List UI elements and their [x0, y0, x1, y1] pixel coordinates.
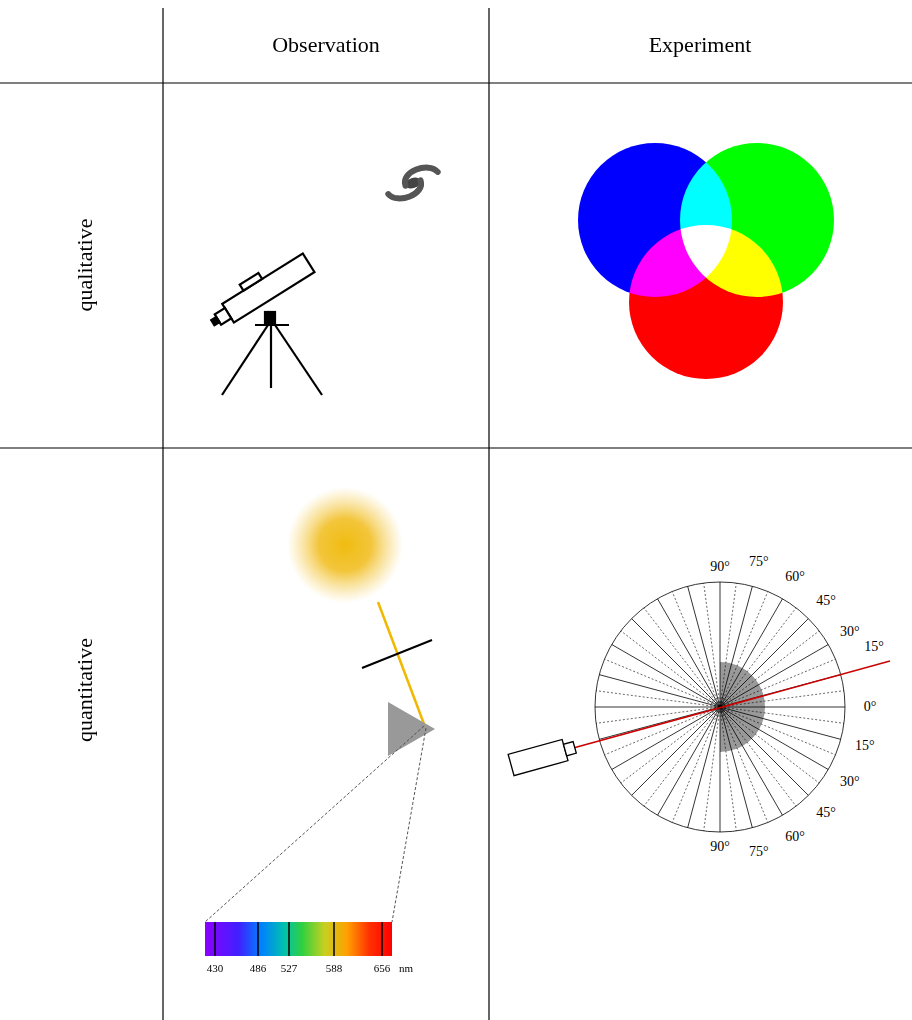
- wavelength-label: 656: [374, 962, 391, 974]
- wavelength-label: 527: [281, 962, 298, 974]
- wavelength-label: 430: [207, 962, 224, 974]
- angle-label: 30°: [839, 774, 861, 789]
- galaxy: [384, 163, 443, 203]
- protractor: [508, 582, 890, 832]
- angle-label: 45°: [815, 593, 837, 608]
- angle-label: 90°: [709, 559, 731, 574]
- column-header: Observation: [272, 33, 380, 57]
- column-header: Experiment: [649, 33, 752, 57]
- sun-spectroscope: [205, 487, 435, 956]
- table-rules: [0, 8, 912, 1020]
- angle-label: 60°: [784, 569, 806, 584]
- angle-label: 0°: [863, 699, 878, 714]
- angle-label: 15°: [854, 738, 876, 753]
- angle-label: 15°: [863, 639, 885, 654]
- unit-label: nm: [399, 962, 413, 974]
- wavelength-label: 588: [326, 962, 343, 974]
- angle-label: 90°: [709, 839, 731, 854]
- angle-label: 30°: [839, 624, 861, 639]
- color-circles: [578, 143, 834, 379]
- row-header: qualitative: [73, 219, 97, 312]
- angle-label: 75°: [748, 554, 770, 569]
- angle-label: 45°: [815, 805, 837, 820]
- row-header: quantitative: [73, 638, 97, 742]
- telescope: [203, 248, 322, 395]
- angle-label: 75°: [748, 844, 770, 859]
- wavelength-label: 486: [250, 962, 267, 974]
- angle-label: 60°: [784, 829, 806, 844]
